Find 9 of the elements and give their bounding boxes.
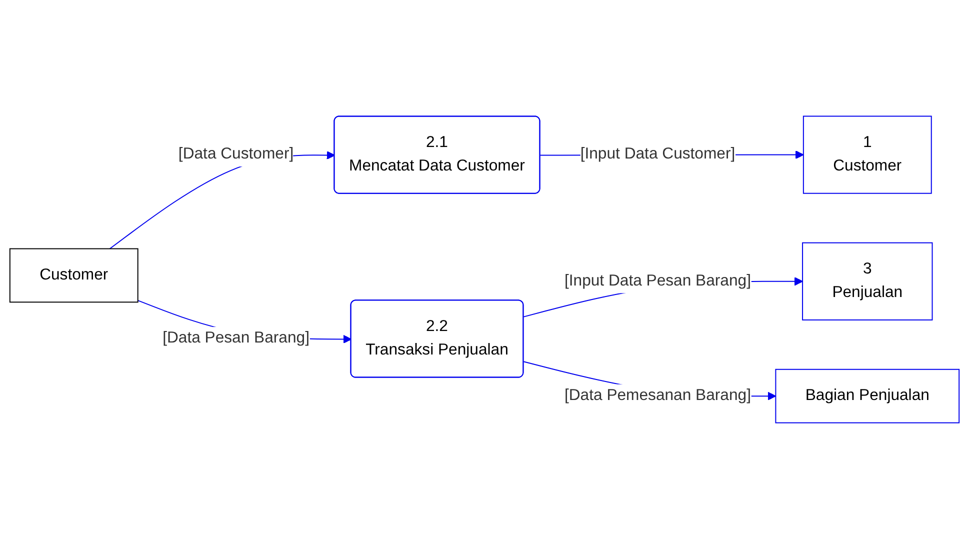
edge-label: [Data Pesan Barang] [162, 330, 310, 347]
node-box: 3 Penjualan [802, 242, 933, 320]
edge-label: [Input Data Customer] [580, 146, 736, 163]
edge-label: [Data Customer] [178, 146, 294, 163]
edge-label: [Input Data Pesan Barang] [564, 272, 751, 290]
edge-label: [Data Pemesanan Barang] [564, 387, 751, 404]
node-box: Bagian Penjualan [775, 368, 960, 424]
node-box: Customer [9, 248, 138, 303]
node-box: 1 Customer [802, 116, 932, 194]
